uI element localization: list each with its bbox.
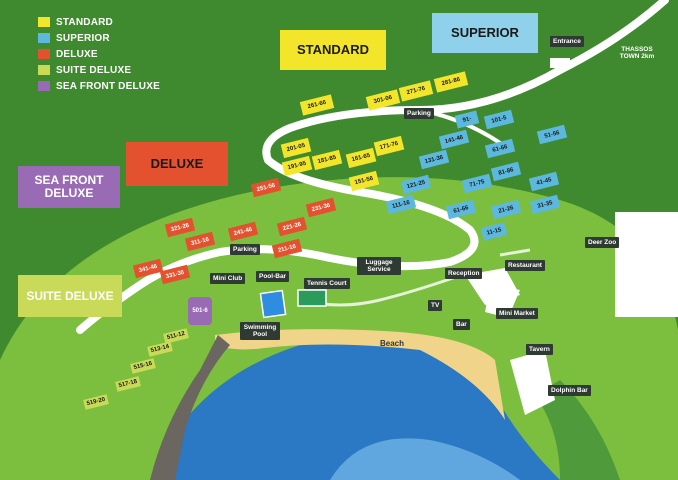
callout-sea-front-deluxe: SEA FRONT DELUXE [18,166,120,208]
mini-market-label[interactable]: Mini Market [496,308,538,319]
legend-swatch [38,33,50,43]
callout-deluxe: DELUXE [126,142,228,186]
dolphin-bar-label[interactable]: Dolphin Bar [548,385,591,396]
tavern-label[interactable]: Tavern [526,344,553,355]
swimming-pool-label[interactable]: Swimming Pool [240,322,280,340]
legend-swatch [38,49,50,59]
luggage-service-label[interactable]: Luggage Service [357,257,401,275]
legend-swatch [38,17,50,27]
sea [150,340,560,480]
deer-zoo-label[interactable]: Deer Zoo [585,237,620,248]
legend-item-deluxe: DELUXE [38,46,160,62]
pool-bar-label[interactable]: Pool-Bar [256,271,290,282]
entrance-label[interactable]: Entrance [550,36,584,47]
legend-item-standard: STANDARD [38,14,160,30]
restaurant-label[interactable]: Restaurant [505,260,545,271]
reception-label[interactable]: Reception [445,268,483,279]
unit-sea-front-deluxe[interactable]: 501-6 [188,297,212,325]
tennis-court-label[interactable]: Tennis Court [304,278,350,289]
tv-label[interactable]: TV [428,300,443,311]
bar-label[interactable]: Bar [453,319,470,330]
beach-label: Beach [380,339,405,348]
parking-mid-label[interactable]: Parking [230,244,260,255]
legend-item-suite-deluxe: SUITE DELUXE [38,62,160,78]
legend-swatch [38,81,50,91]
callout-superior: SUPERIOR [432,13,538,53]
parking-top-label[interactable]: Parking [404,108,434,119]
legend-item-superior: SUPERIOR [38,30,160,46]
legend-item-sea-front-deluxe: SEA FRONT DELUXE [38,78,160,94]
legend-swatch [38,65,50,75]
callout-standard: STANDARD [280,30,386,70]
legend: STANDARD SUPERIOR DELUXE SUITE DELUXE SE… [38,14,160,94]
mini-club-label[interactable]: Mini Club [210,273,246,284]
beach-sand [215,329,505,420]
callout-suite-deluxe: SUITE DELUXE [18,275,122,317]
town-label: THASSOS TOWN 2km [619,46,655,60]
